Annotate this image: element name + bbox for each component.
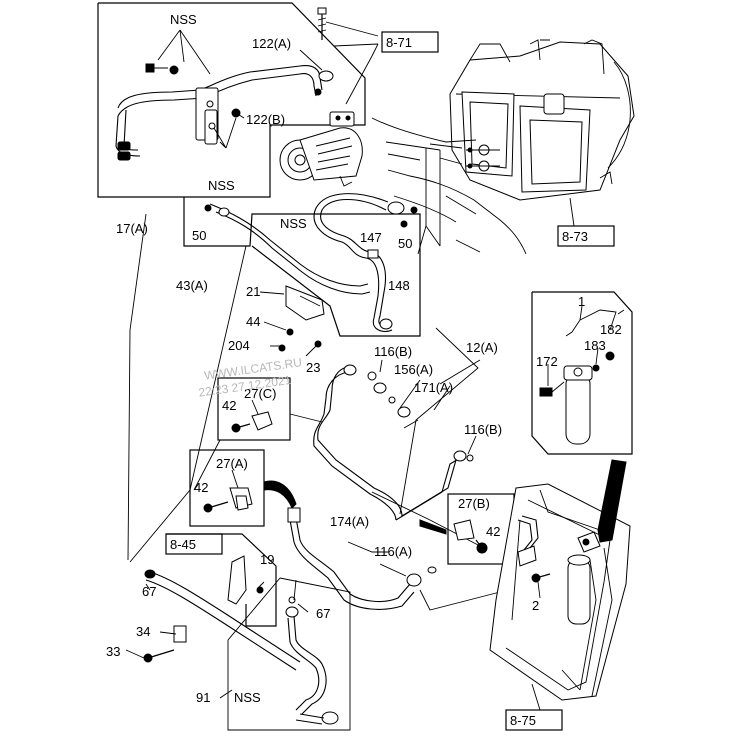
label-27b: 27(B) [458, 496, 490, 511]
label-nss-top: NSS [170, 12, 197, 27]
receiver-drier-inset [531, 291, 633, 455]
ref-8-75: 8-75 [510, 713, 536, 728]
label-172: 172 [536, 354, 558, 369]
ref-8-73: 8-73 [562, 229, 588, 244]
label-23: 23 [306, 360, 320, 375]
label-1: 1 [578, 294, 585, 309]
label-19: 19 [260, 552, 274, 567]
label-nss-hose: NSS [280, 216, 307, 231]
label-182: 182 [600, 322, 622, 337]
label-12a: 12(A) [466, 340, 498, 355]
ref-box-8-71: 8-71 [381, 31, 439, 53]
label-42-c: 42 [222, 398, 236, 413]
pipe-91-group [125, 533, 339, 725]
label-2: 2 [532, 598, 539, 613]
part-labels: NSS 122(A) 122(B) NSS 17(A) 50 NSS 147 5… [106, 12, 622, 705]
label-148: 148 [388, 278, 410, 293]
label-116b-top: 116(B) [374, 344, 412, 359]
label-122b: 122(B) [246, 112, 285, 127]
label-33: 33 [106, 644, 120, 659]
pipe-43a-group [127, 193, 421, 561]
label-91: 91 [196, 690, 210, 705]
label-50-right: 50 [398, 236, 412, 251]
label-67-right: 67 [316, 606, 330, 621]
label-156a: 156(A) [394, 362, 433, 377]
label-116b-mid: 116(B) [464, 422, 502, 437]
ref-box-8-45: 8-45 [165, 533, 223, 555]
label-67-left: 67 [142, 584, 156, 599]
label-116a: 116(A) [374, 544, 412, 559]
label-147: 147 [360, 230, 382, 245]
label-171a: 171(A) [414, 380, 453, 395]
label-42-a: 42 [194, 480, 208, 495]
label-17a: 17(A) [116, 221, 148, 236]
label-27a: 27(A) [216, 456, 248, 471]
label-44: 44 [246, 314, 260, 329]
label-204: 204 [228, 338, 250, 353]
ref-box-8-75: 8-75 [505, 709, 563, 731]
bolt-8-71 [317, 7, 379, 105]
detail-box-27b [419, 493, 515, 565]
pipe-12a [313, 359, 481, 521]
label-27c: 27(C) [244, 386, 277, 401]
condenser-assembly [489, 459, 631, 711]
compressor [279, 111, 363, 187]
label-43a: 43(A) [176, 278, 208, 293]
label-122a: 122(A) [252, 36, 291, 51]
assembly-frames [129, 245, 501, 731]
label-42-b: 42 [486, 524, 500, 539]
label-183: 183 [584, 338, 606, 353]
label-50-left: 50 [192, 228, 206, 243]
pipe-174a [287, 507, 437, 610]
label-21: 21 [246, 284, 260, 299]
body-outline-lines [371, 117, 527, 255]
label-174a: 174(A) [330, 514, 369, 529]
label-nss-mid: NSS [208, 178, 235, 193]
detail-box-27c [217, 377, 323, 441]
ref-box-8-73: 8-73 [557, 225, 615, 247]
label-34: 34 [136, 624, 150, 639]
label-nss-bottom: NSS [234, 690, 261, 705]
compressor-piping-inset [97, 2, 366, 198]
ref-8-45: 8-45 [170, 537, 196, 552]
evaporator-unit [385, 39, 635, 255]
ref-8-71: 8-71 [386, 35, 412, 50]
